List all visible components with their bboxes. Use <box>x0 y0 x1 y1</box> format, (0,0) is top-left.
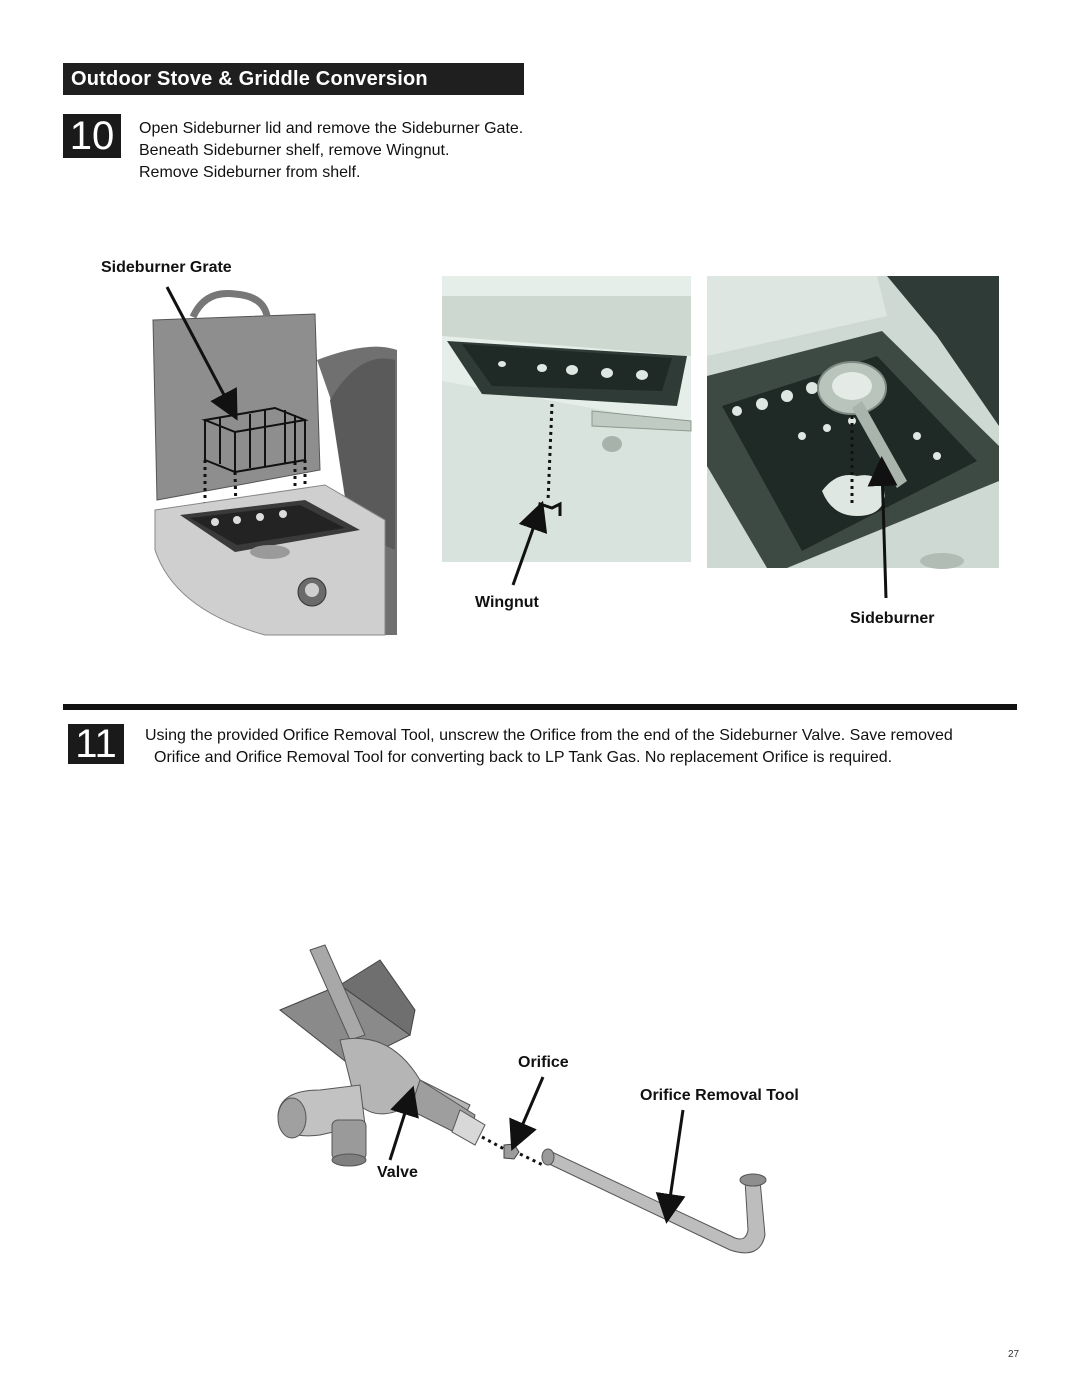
step-10-instructions: Open Sideburner lid and remove the Sideb… <box>139 118 599 184</box>
label-wingnut: Wingnut <box>475 594 539 611</box>
step-10-line-1: Open Sideburner lid and remove the Sideb… <box>139 120 524 137</box>
step-10-line-2: Beneath Sideburner shelf, remove Wingnut… <box>139 142 450 159</box>
sideburner-box-illustration <box>707 276 999 569</box>
label-orifice-removal-tool: Orifice Removal Tool <box>640 1087 799 1104</box>
page-number: 27 <box>1008 1349 1020 1360</box>
step-11-line-2: Orifice and Orifice Removal Tool for con… <box>154 749 893 766</box>
step-10-line-3: Remove Sideburner from shelf. <box>139 164 361 181</box>
wingnut-illustration <box>442 276 692 562</box>
section-header: Outdoor Stove & Griddle Conversion <box>63 63 524 95</box>
step-11-instructions: Using the provided Orifice Removal Tool,… <box>145 725 1025 769</box>
section-divider <box>63 704 1017 710</box>
label-sideburner: Sideburner <box>850 610 935 627</box>
grate-pointer-arrow <box>165 286 898 599</box>
step-11-line-1: Using the provided Orifice Removal Tool,… <box>145 727 953 744</box>
label-valve: Valve <box>377 1164 418 1181</box>
step-11-pointer-arrows <box>388 1076 686 1224</box>
valve-orifice-illustration <box>277 944 767 1254</box>
step-10-number: 10 <box>63 114 121 158</box>
label-sideburner-grate: Sideburner Grate <box>101 259 232 276</box>
label-orifice: Orifice <box>518 1054 569 1071</box>
step-11-number: 11 <box>68 724 124 764</box>
